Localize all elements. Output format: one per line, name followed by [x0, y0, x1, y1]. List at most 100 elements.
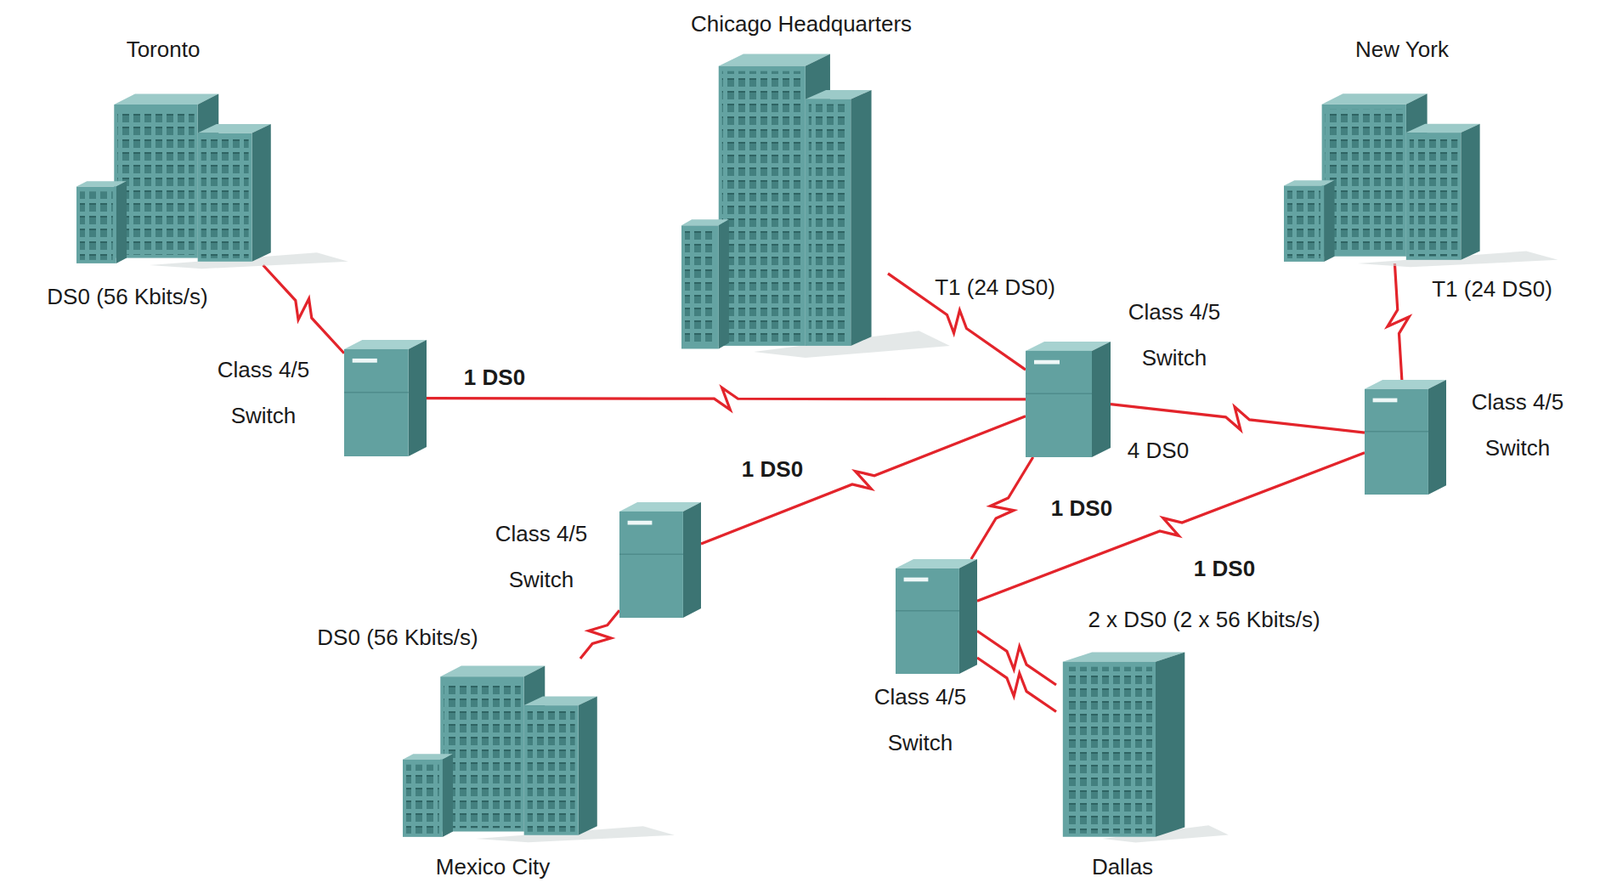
switch-node: Class 4/5 Switch — [344, 339, 427, 457]
switch-illustration — [344, 339, 427, 457]
switch-slot — [904, 577, 929, 583]
building-windows — [684, 230, 716, 345]
building-front — [524, 705, 579, 836]
switch-seam — [1364, 430, 1429, 433]
link-capacity: T1 (24 DS0) — [1429, 275, 1555, 303]
link-capacity: 1 DS0 — [739, 455, 806, 483]
wan-link — [977, 657, 1057, 712]
link-capacity: 1 DS0 — [1048, 494, 1115, 522]
building-side — [1460, 124, 1480, 261]
site-name: Dallas — [1091, 853, 1154, 881]
wan-link — [701, 416, 1026, 544]
link-capacity: 1 DS0 — [1191, 554, 1258, 583]
building-front — [1283, 185, 1324, 261]
building-side — [116, 180, 127, 264]
building-illustration — [1283, 86, 1495, 264]
switch-front — [895, 568, 960, 674]
switch-label: Class 4/5 Switch — [1453, 378, 1582, 471]
wan-link — [1387, 263, 1409, 380]
switch-front — [344, 349, 409, 457]
wan-link — [977, 452, 1365, 601]
link-capacity: DS0 (56 Kbits/s) — [44, 282, 210, 311]
switch-front — [1364, 389, 1429, 495]
building-illustration — [402, 658, 612, 839]
link-capacity: 2 x DS0 (2 x 56 Kbits/s) — [1085, 605, 1323, 634]
building-side — [1323, 180, 1335, 262]
wan-link — [887, 273, 1026, 370]
wan-link — [580, 610, 620, 659]
building-windows — [406, 764, 440, 834]
wan-link — [426, 387, 1026, 410]
building-front — [681, 225, 719, 349]
building-windows — [1409, 137, 1458, 257]
building-front — [402, 759, 443, 837]
switch-side — [959, 559, 978, 674]
switch-side — [408, 339, 427, 457]
switch-label: Class 4/5 Switch — [856, 673, 984, 766]
switch-seam — [619, 553, 684, 555]
switch-node: Class 4/5 Switch — [895, 559, 978, 674]
site-name: Toronto — [126, 35, 201, 63]
building-node: Mexico City — [402, 658, 612, 839]
wan-link — [263, 265, 345, 354]
link-capacity: 4 DS0 — [1125, 436, 1192, 464]
building-illustration — [1056, 648, 1189, 839]
switch-slot — [352, 358, 378, 363]
building-front — [76, 186, 117, 264]
switch-label: Class 4/5 Switch — [477, 510, 605, 603]
building-front — [1406, 132, 1461, 261]
switch-label: Class 4/5 Switch — [1110, 288, 1239, 381]
switch-node: Class 4/5 Switch — [619, 502, 702, 618]
switch-illustration — [1364, 379, 1447, 495]
building-windows — [201, 138, 249, 259]
switch-seam — [344, 391, 409, 394]
site-name: Chicago Headquarters — [690, 10, 912, 38]
building-front — [440, 676, 524, 832]
building-side — [252, 124, 272, 262]
link-capacity: DS0 (56 Kbits/s) — [314, 623, 481, 651]
switch-slot — [627, 520, 653, 526]
building-front — [1062, 661, 1156, 837]
building-node: New York — [1283, 86, 1495, 264]
building-side — [442, 753, 453, 837]
building-front — [718, 66, 806, 346]
building-node: Chicago Headquarters — [681, 50, 888, 352]
building-windows — [722, 71, 803, 343]
building-illustration — [76, 86, 286, 266]
site-name: New York — [1355, 35, 1449, 63]
building-windows — [1325, 109, 1403, 254]
switch-label: Class 4/5 Switch — [199, 346, 328, 439]
link-capacity: T1 (24 DS0) — [932, 273, 1058, 301]
link-capacity: 1 DS0 — [461, 363, 528, 391]
building-node: Toronto — [76, 86, 286, 266]
switch-slot — [1373, 398, 1398, 403]
building-windows — [527, 710, 576, 832]
switch-node: Class 4/5 Switch — [1025, 341, 1111, 458]
building-windows — [1066, 667, 1153, 834]
building-node: Dallas — [1056, 648, 1189, 839]
switch-illustration — [1025, 341, 1111, 458]
wan-link — [977, 631, 1057, 685]
building-side — [578, 696, 598, 836]
switch-illustration — [895, 559, 978, 674]
building-side — [1155, 651, 1185, 837]
building-front — [1322, 104, 1407, 257]
switch-side — [1091, 341, 1111, 458]
building-windows — [1287, 190, 1321, 258]
switch-slot — [1034, 360, 1060, 365]
building-front — [805, 99, 851, 346]
switch-node: Class 4/5 Switch — [1364, 379, 1447, 495]
switch-illustration — [619, 502, 702, 618]
switch-front — [1025, 350, 1092, 458]
site-name: Mexico City — [435, 853, 550, 881]
building-windows — [117, 109, 194, 255]
switch-side — [683, 502, 702, 618]
switch-front — [619, 511, 684, 618]
building-side — [850, 90, 871, 346]
building-windows — [443, 681, 521, 828]
building-windows — [808, 104, 848, 343]
building-illustration — [681, 50, 888, 352]
building-side — [718, 219, 730, 349]
wan-link — [971, 457, 1034, 560]
